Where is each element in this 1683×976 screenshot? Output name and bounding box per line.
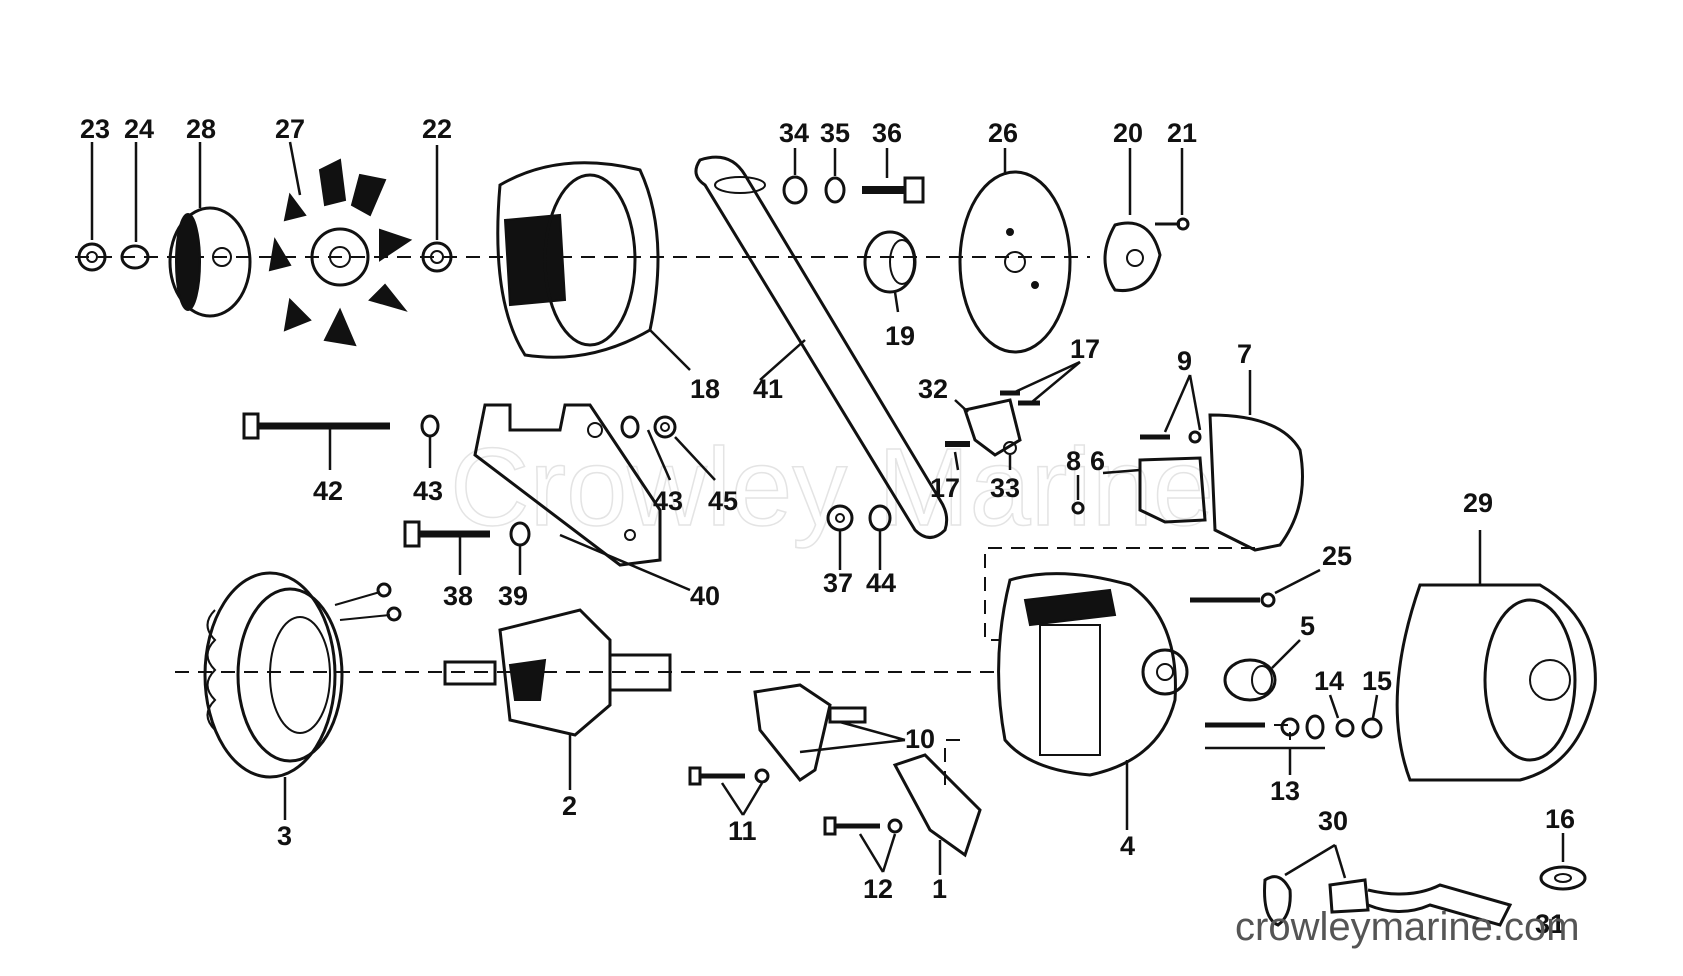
part-34-washer <box>782 148 808 205</box>
part-8-screw <box>1071 475 1085 515</box>
part-40-bracket <box>473 403 691 592</box>
part-12-screws <box>823 816 903 873</box>
part-7-cover <box>1208 370 1304 552</box>
label-22: 22 <box>422 114 452 144</box>
label-17-top: 17 <box>1070 334 1100 364</box>
part-38-bolt <box>403 520 490 575</box>
part-44-washer <box>868 504 892 570</box>
part-9-screws <box>1140 374 1202 444</box>
part-45-nut <box>653 415 716 481</box>
part-16-washer <box>1539 833 1587 891</box>
part-25-through-bolt <box>1190 568 1321 608</box>
label-27: 27 <box>275 114 305 144</box>
part-37-nut <box>826 504 854 570</box>
label-30: 30 <box>1318 806 1348 836</box>
part-11-screws <box>688 766 770 816</box>
part-20-retainer <box>1103 148 1162 293</box>
part-15-nut <box>1361 694 1383 739</box>
label-21: 21 <box>1167 118 1197 148</box>
part-22-bearing <box>421 145 453 273</box>
label-41: 41 <box>753 374 783 404</box>
part-26-plate <box>958 148 1072 354</box>
label-37: 37 <box>823 568 853 598</box>
label-19: 19 <box>885 321 915 351</box>
part-14-washers <box>1280 694 1355 740</box>
label-12: 12 <box>863 874 893 904</box>
part-17-screws-b <box>1000 360 1081 406</box>
part-23-nut <box>77 142 107 272</box>
label-32: 32 <box>918 374 948 404</box>
label-23: 23 <box>80 114 110 144</box>
label-1: 1 <box>932 874 947 904</box>
part-17-screw-a <box>945 441 970 471</box>
label-7: 7 <box>1237 339 1252 369</box>
label-42: 42 <box>313 476 343 506</box>
part-29-fan-shroud <box>1395 530 1597 782</box>
label-44: 44 <box>866 568 896 598</box>
label-43-left: 43 <box>413 476 443 506</box>
label-2: 2 <box>562 791 577 821</box>
label-43-right: 43 <box>653 486 683 516</box>
label-36: 36 <box>872 118 902 148</box>
label-34: 34 <box>779 118 809 148</box>
label-18: 18 <box>690 374 720 404</box>
part-28-pulley <box>168 142 252 318</box>
label-4: 4 <box>1120 831 1135 861</box>
part-18-end-frame <box>496 161 691 371</box>
part-32-33-terminal <box>954 398 1022 470</box>
label-11: 11 <box>728 816 757 846</box>
label-3: 3 <box>277 821 292 851</box>
label-35: 35 <box>820 118 850 148</box>
label-9: 9 <box>1177 346 1192 376</box>
part-13-terminal-stud <box>1205 722 1325 775</box>
label-26: 26 <box>988 118 1018 148</box>
part-36-bolt <box>862 148 925 204</box>
part-39-washer <box>509 521 531 575</box>
label-16: 16 <box>1545 804 1575 834</box>
watermark-corner: crowleymarine.com <box>1235 905 1580 949</box>
part-41-brace <box>694 155 949 539</box>
part-5-bushing <box>1223 639 1301 702</box>
part-21-screw <box>1155 148 1190 231</box>
part-19-spacer <box>863 230 917 313</box>
label-40: 40 <box>690 581 720 611</box>
part-6-regulator <box>1102 456 1207 524</box>
label-5: 5 <box>1300 611 1315 641</box>
part-43-washer-a <box>420 414 440 468</box>
part-30-31-connector-harness <box>1263 843 1513 927</box>
part-10-brush-holder <box>753 683 906 783</box>
part-4-drive-end-frame <box>997 572 1189 830</box>
label-6: 6 <box>1090 446 1105 476</box>
label-20: 20 <box>1113 118 1143 148</box>
label-39: 39 <box>498 581 528 611</box>
label-17-mid: 17 <box>930 473 960 503</box>
watermark-center: Crowley Marine <box>450 426 1214 549</box>
part-42-bolt <box>242 412 390 470</box>
label-13: 13 <box>1270 776 1300 806</box>
label-10: 10 <box>905 724 935 754</box>
part-24-washer <box>120 142 150 270</box>
part-27-fan <box>268 141 413 347</box>
label-24: 24 <box>124 114 154 144</box>
part-3-stator <box>203 571 402 820</box>
label-14: 14 <box>1314 666 1344 696</box>
part-35-lockwasher <box>824 148 846 204</box>
label-38: 38 <box>443 581 473 611</box>
label-15: 15 <box>1362 666 1392 696</box>
part-2-rotor <box>443 608 672 790</box>
label-33: 33 <box>990 473 1020 503</box>
part-number-labels: 23 24 28 27 22 34 35 36 26 20 21 19 17 9… <box>80 114 1575 939</box>
part-43-washer-b <box>620 415 672 481</box>
label-8: 8 <box>1066 446 1081 476</box>
label-45: 45 <box>708 486 738 516</box>
label-28: 28 <box>186 114 216 144</box>
label-25: 25 <box>1322 541 1352 571</box>
part-1-rectifier <box>892 753 982 875</box>
label-31: 31 <box>1535 909 1565 939</box>
label-29: 29 <box>1463 488 1493 518</box>
